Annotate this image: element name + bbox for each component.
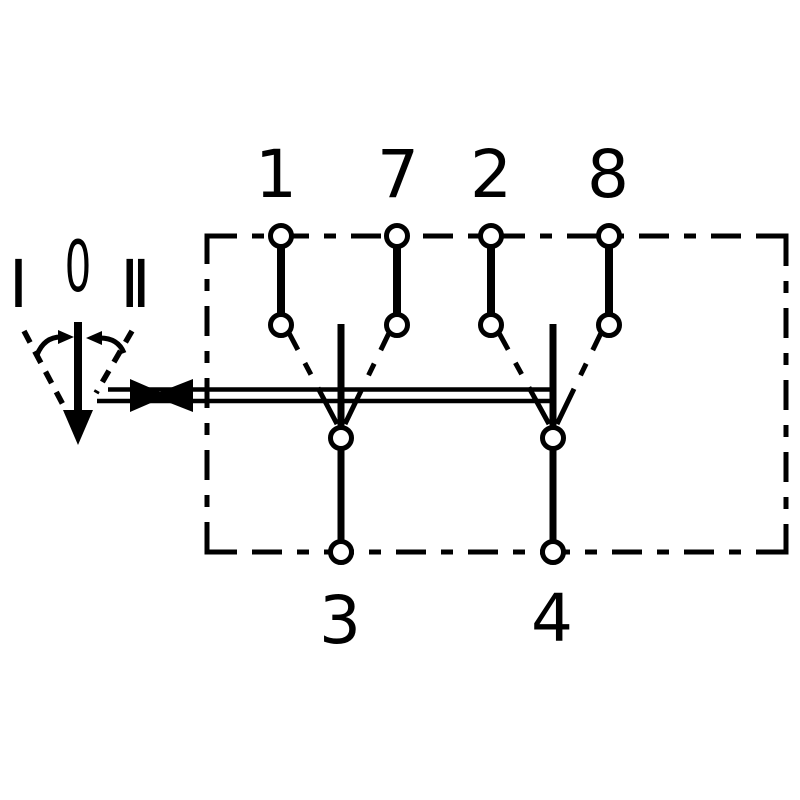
terminal-7-contact-circle <box>384 312 410 338</box>
contact-connections <box>286 331 604 426</box>
connection-8-4 <box>554 331 604 426</box>
curved-arrow-right-head-icon <box>86 331 102 345</box>
terminal-7-label: 7 <box>377 136 419 213</box>
outline-corner-top-right <box>759 233 789 263</box>
terminal-1-contact <box>268 223 294 338</box>
position-label-left: I <box>9 246 28 323</box>
terminal-2-contact-circle <box>478 312 504 338</box>
terminal-3-label: 3 <box>319 582 361 659</box>
position-label-center: 0 <box>65 226 92 308</box>
position-labels: I 0 II <box>9 226 151 323</box>
curved-arrow-left <box>34 334 62 356</box>
terminal-8-pin-circle <box>596 223 622 249</box>
outline-corner-bottom-left <box>204 525 234 555</box>
actuator-arrow-left-icon <box>151 379 193 412</box>
terminal-2-contact <box>478 223 504 338</box>
terminal-1-contact-circle <box>268 312 294 338</box>
actuator-bar <box>97 379 553 412</box>
position-label-right: II <box>120 246 151 323</box>
terminal-1-label: 1 <box>255 136 297 213</box>
actuator-arrow-right-icon <box>130 379 168 412</box>
terminal-3-pin-circle <box>328 539 354 565</box>
terminal-7-contact <box>384 223 410 338</box>
rocker-actuator <box>21 322 135 445</box>
down-arrow-icon <box>63 410 93 445</box>
switch-body-outline <box>204 233 789 555</box>
outline-corner-top-left <box>204 233 234 263</box>
terminal-8-label: 8 <box>587 136 629 213</box>
rocker-travel-right-dashed-line <box>93 329 135 395</box>
terminal-2-pin-circle <box>478 223 504 249</box>
connection-1-3 <box>286 331 340 426</box>
pole-3-contact-circle <box>328 425 354 451</box>
terminal-8-contact-circle <box>596 312 622 338</box>
terminal-8-contact <box>596 223 622 338</box>
terminal-4-label: 4 <box>531 580 573 657</box>
terminal-2-label: 2 <box>470 136 512 213</box>
pole-3 <box>328 324 354 565</box>
terminal-1-pin-circle <box>268 223 294 249</box>
terminal-4-pin-circle <box>540 539 566 565</box>
connection-2-4 <box>496 331 552 426</box>
connection-7-3 <box>342 331 392 426</box>
curved-arrow-left-head-icon <box>58 330 74 344</box>
outline-corner-bottom-right <box>759 525 789 555</box>
pole-4-contact-circle <box>540 425 566 451</box>
pole-4 <box>540 324 566 565</box>
rocker-travel-left-dashed-line <box>21 329 72 418</box>
terminal-7-pin-circle <box>384 223 410 249</box>
curved-arrow-right <box>99 335 127 355</box>
terminal-labels: 1 7 2 8 3 4 <box>255 136 629 659</box>
